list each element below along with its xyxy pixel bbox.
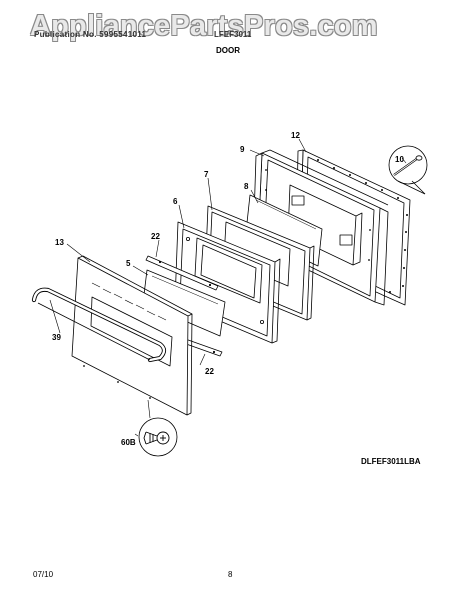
- callout-39: 39: [52, 333, 61, 342]
- part-39-door-handle: [31, 287, 167, 363]
- part-13-outer-door-panel: [71, 255, 193, 416]
- callout-22-lower: 22: [205, 367, 214, 376]
- callout-22-upper: 22: [151, 232, 160, 241]
- footer-date: 07/10: [33, 570, 54, 579]
- model-code: DLFEF3011LBA: [361, 457, 421, 466]
- part-5-outer-glass: [142, 269, 226, 337]
- page-number: 8: [228, 570, 233, 579]
- watermark: AppliancePartsPros.com: [30, 10, 378, 42]
- callout-10: 10: [395, 155, 404, 164]
- callout-8: 8: [244, 182, 249, 191]
- section-title: DOOR: [216, 46, 240, 55]
- callout-9: 9: [240, 145, 245, 154]
- callout-6: 6: [173, 197, 178, 206]
- leader-lines: [49, 138, 407, 437]
- callout-labels: 12 9 10 7 8 6 22 13 5 39 22 60B: [52, 131, 404, 447]
- callout-60b: 60B: [121, 438, 136, 447]
- publication-number: Publication No. 5995541011: [34, 30, 147, 39]
- callout-12: 12: [291, 131, 300, 140]
- callout-13: 13: [55, 238, 64, 247]
- part-10-hinge-detail: [388, 145, 428, 195]
- model-header: LFEF3011: [214, 30, 252, 39]
- part-6-door-trim: [174, 221, 281, 344]
- callout-5: 5: [126, 259, 131, 268]
- part-22-upper-bracket: [145, 255, 219, 291]
- callout-7: 7: [204, 170, 209, 179]
- part-60b-screw-detail: [138, 417, 178, 457]
